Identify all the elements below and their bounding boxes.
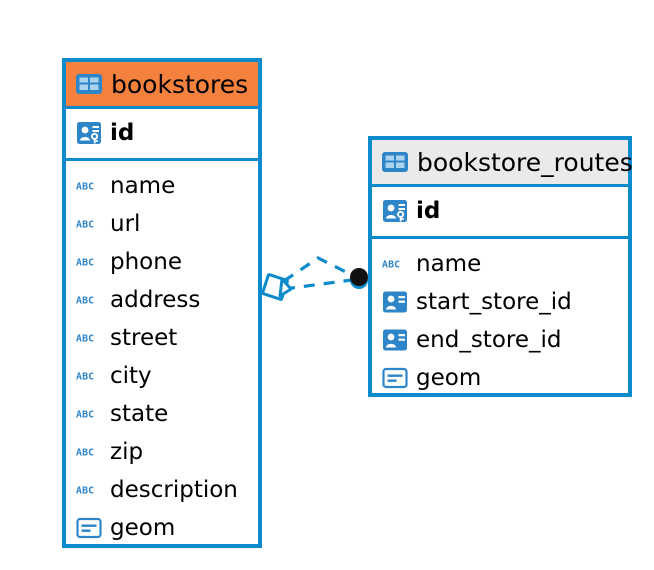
abc-text-icon: ABC <box>76 217 102 231</box>
field-label: geom <box>416 364 482 391</box>
field-row-state[interactable]: ABC state <box>76 395 248 433</box>
foreign-key-icon <box>382 290 408 314</box>
field-row-city[interactable]: ABC city <box>76 357 248 395</box>
svg-text:ABC: ABC <box>382 260 400 271</box>
svg-text:ABC: ABC <box>76 372 94 383</box>
field-section-bookstore-routes: ABC name start_store_id <box>372 239 628 405</box>
field-row-primary-key[interactable]: id <box>76 114 248 152</box>
field-row-geom[interactable]: geom <box>76 509 248 547</box>
field-row-name[interactable]: ABC name <box>382 245 618 283</box>
relationship-line-upper <box>283 256 353 283</box>
field-label: address <box>110 286 201 313</box>
field-label: zip <box>110 438 144 465</box>
field-label: state <box>110 400 169 427</box>
svg-text:ABC: ABC <box>76 448 94 459</box>
table-icon <box>382 152 408 172</box>
field-row-end-store-id[interactable]: end_store_id <box>382 321 618 359</box>
svg-text:ABC: ABC <box>76 220 94 231</box>
field-section-bookstores: ABC name ABC url ABC p <box>66 161 258 555</box>
field-row-geom[interactable]: geom <box>382 359 618 397</box>
svg-text:ABC: ABC <box>76 334 94 345</box>
field-row-street[interactable]: ABC street <box>76 319 248 357</box>
abc-text-icon: ABC <box>76 293 102 307</box>
entity-title: bookstore_routes <box>417 147 633 177</box>
field-label: city <box>110 362 152 389</box>
svg-text:ABC: ABC <box>76 410 94 421</box>
primary-key-section-bookstores: id <box>66 109 258 161</box>
filled-circle-marker <box>350 268 368 289</box>
entity-title: bookstores <box>111 69 249 99</box>
diamond-crowfoot-marker <box>261 273 293 301</box>
abc-text-icon: ABC <box>76 445 102 459</box>
field-row-description[interactable]: ABC description <box>76 471 248 509</box>
field-label: description <box>110 476 238 503</box>
field-row-address[interactable]: ABC address <box>76 281 248 319</box>
primary-key-icon <box>76 120 102 146</box>
field-label: name <box>416 250 482 277</box>
field-label: geom <box>110 514 176 541</box>
field-label: street <box>110 324 178 351</box>
field-row-primary-key[interactable]: id <box>382 192 618 230</box>
abc-text-icon: ABC <box>76 255 102 269</box>
field-label: start_store_id <box>416 288 572 315</box>
geometry-blob-icon <box>76 517 102 539</box>
field-row-phone[interactable]: ABC phone <box>76 243 248 281</box>
entity-header-bookstores[interactable]: bookstores <box>66 62 258 109</box>
foreign-key-icon <box>382 328 408 352</box>
entity-bookstores[interactable]: bookstores id <box>62 58 262 548</box>
primary-key-section-bookstore-routes: id <box>372 187 628 239</box>
svg-text:ABC: ABC <box>76 296 94 307</box>
field-row-start-store-id[interactable]: start_store_id <box>382 283 618 321</box>
primary-key-icon <box>382 198 408 224</box>
abc-text-icon: ABC <box>76 407 102 421</box>
entity-header-bookstore-routes[interactable]: bookstore_routes <box>372 140 633 187</box>
abc-text-icon: ABC <box>76 179 102 193</box>
field-row-name[interactable]: ABC name <box>76 167 248 205</box>
field-label: name <box>110 172 176 199</box>
table-icon <box>76 74 102 94</box>
svg-text:ABC: ABC <box>76 258 94 269</box>
entity-bookstore-routes[interactable]: bookstore_routes id <box>368 136 633 397</box>
abc-text-icon: ABC <box>76 483 102 497</box>
field-row-zip[interactable]: ABC zip <box>76 433 248 471</box>
field-label: end_store_id <box>416 326 562 353</box>
abc-text-icon: ABC <box>76 369 102 383</box>
svg-text:ABC: ABC <box>76 182 94 193</box>
relationship-line-lower <box>283 278 353 291</box>
abc-text-icon: ABC <box>382 257 408 271</box>
field-label: url <box>110 210 141 237</box>
geometry-blob-icon <box>382 367 408 389</box>
abc-text-icon: ABC <box>76 331 102 345</box>
svg-text:ABC: ABC <box>76 486 94 497</box>
field-label: id <box>110 119 135 146</box>
field-label: phone <box>110 248 182 275</box>
field-label: id <box>416 197 441 224</box>
field-row-url[interactable]: ABC url <box>76 205 248 243</box>
